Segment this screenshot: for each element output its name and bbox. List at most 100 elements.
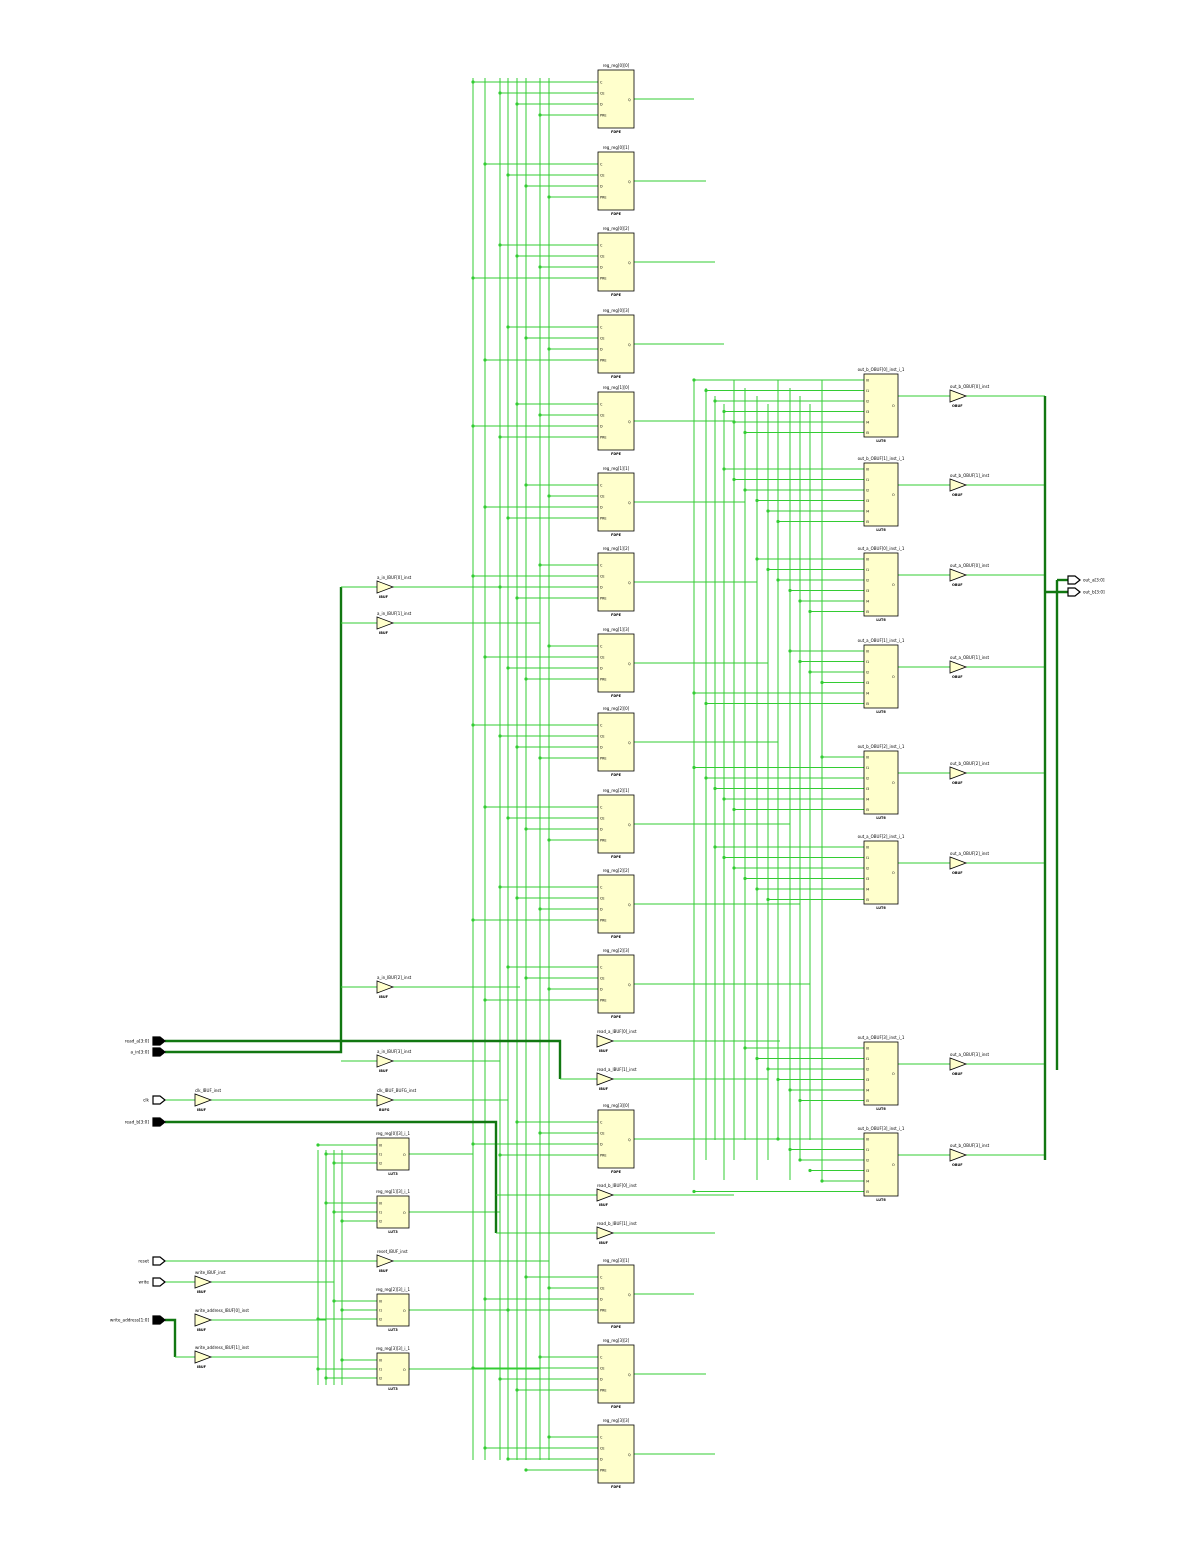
lut3-cell-body[interactable] — [376, 1293, 410, 1327]
input-port-shape[interactable] — [152, 1047, 166, 1057]
lut6-cell-body[interactable] — [863, 1041, 899, 1106]
fdpe-cell-body[interactable] — [597, 472, 635, 532]
lut6-cell-body[interactable] — [863, 552, 899, 617]
lut3-cell-body[interactable] — [376, 1137, 410, 1171]
input-port-6[interactable]: write_address[1:0] — [110, 1315, 166, 1325]
ibuf-body[interactable] — [376, 1093, 395, 1107]
input-port-shape[interactable] — [152, 1117, 166, 1127]
fdpe-cell-body[interactable] — [597, 1264, 635, 1324]
input-port-3[interactable]: read_b[3:0] — [125, 1117, 166, 1127]
ibuf-body[interactable] — [596, 1034, 615, 1048]
fdpe-cell-body[interactable] — [597, 1109, 635, 1169]
fdpe-cell-body[interactable] — [597, 712, 635, 772]
lut6-cell-body[interactable] — [863, 1132, 899, 1197]
ibuf-body[interactable] — [194, 1313, 213, 1327]
lut3-cell-body[interactable] — [376, 1195, 410, 1229]
input-port-shape[interactable] — [152, 1277, 166, 1287]
output-port-shape[interactable] — [1067, 587, 1081, 597]
fdpe-cell-body[interactable] — [597, 232, 635, 292]
ibuf-body[interactable] — [596, 1188, 615, 1202]
input-port-4[interactable]: reset — [138, 1256, 166, 1266]
fdpe-cell-body[interactable] — [597, 1344, 635, 1404]
ibuf-body[interactable] — [596, 1226, 615, 1240]
obuf-body[interactable] — [949, 660, 968, 674]
fdpe-cell-body[interactable] — [597, 314, 635, 374]
ibuf-body[interactable] — [194, 1275, 213, 1289]
obuf-body[interactable] — [949, 389, 968, 403]
lut6-cell-body[interactable] — [863, 644, 899, 709]
input-port-0[interactable]: read_a[3:0] — [125, 1036, 166, 1046]
fdpe-cell-body[interactable] — [597, 874, 635, 934]
ibuf-body[interactable] — [194, 1093, 213, 1107]
output-port-0[interactable]: out_a[3:0] — [1067, 575, 1105, 585]
fdpe-cell-body[interactable] — [597, 1424, 635, 1484]
fdpe-cell-body[interactable] — [597, 552, 635, 612]
lut6-cell-body[interactable] — [863, 373, 899, 438]
input-port-2[interactable]: clk — [143, 1095, 166, 1105]
ibuf-body[interactable] — [376, 1054, 395, 1068]
obuf-body[interactable] — [949, 1057, 968, 1071]
lut6-cell-body[interactable] — [863, 750, 899, 815]
output-port-1[interactable]: out_b[3:0] — [1067, 587, 1105, 597]
input-port-shape[interactable] — [152, 1256, 166, 1266]
lut3-cell-body[interactable] — [376, 1352, 410, 1386]
input-port-1[interactable]: a_in[3:0] — [131, 1047, 166, 1057]
output-port-shape[interactable] — [1067, 575, 1081, 585]
input-port-shape[interactable] — [152, 1315, 166, 1325]
input-port-5[interactable]: write — [138, 1277, 166, 1287]
ibuf-body[interactable] — [376, 980, 395, 994]
fdpe-cell-body[interactable] — [597, 954, 635, 1014]
obuf-body[interactable] — [949, 478, 968, 492]
fdpe-cell-body[interactable] — [597, 151, 635, 211]
obuf-body[interactable] — [949, 568, 968, 582]
ibuf-body[interactable] — [376, 580, 395, 594]
fdpe-cell-body[interactable] — [597, 633, 635, 693]
fdpe-cell-body[interactable] — [597, 391, 635, 451]
lut6-cell-body[interactable] — [863, 462, 899, 527]
ibuf-body[interactable] — [376, 1254, 395, 1268]
